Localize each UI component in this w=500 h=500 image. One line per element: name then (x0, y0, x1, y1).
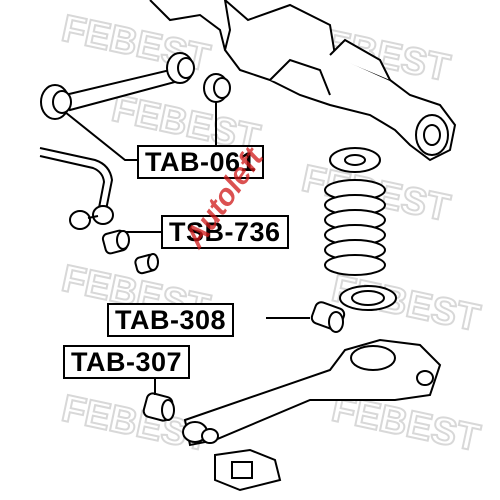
part-label-tab-307: TAB-307 (63, 345, 191, 379)
lower-trailing-arm (182, 338, 442, 492)
tsb-736-bushings (101, 229, 159, 275)
upper-control-rod (40, 52, 231, 120)
coil-spring (324, 147, 397, 311)
tab-307-bushing (142, 392, 175, 422)
rear-frame-drawing (149, 0, 457, 162)
stabilizer-bar (39, 147, 114, 230)
leader-lines (64, 102, 310, 395)
part-label-tab-308: TAB-308 (107, 303, 235, 337)
part-label-tab-061: TAB-061 (137, 145, 265, 179)
tab-308-bushing (310, 301, 346, 333)
part-label-tsb-736: TSB-736 (161, 215, 289, 249)
